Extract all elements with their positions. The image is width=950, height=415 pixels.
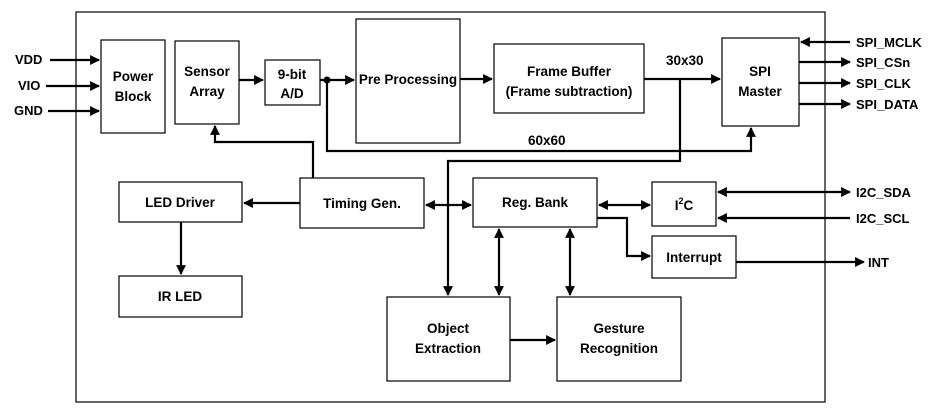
- object-extraction-label-2: Extraction: [415, 341, 481, 356]
- spi-master-label-1: SPI: [749, 64, 771, 79]
- frame-buffer-label-1: Frame Buffer: [527, 64, 612, 79]
- spi-mclk-label: SPI_MCLK: [856, 35, 922, 50]
- timing-gen-label: Timing Gen.: [323, 196, 401, 211]
- int-label: INT: [868, 255, 889, 270]
- i2c-label: I2C: [675, 196, 694, 213]
- frame-buffer-label-2: (Frame subtraction): [506, 84, 633, 99]
- pre-processing-block: Pre Processing: [355, 18, 461, 144]
- frame-buffer-block: Frame Buffer (Frame subtraction): [493, 43, 645, 114]
- power-block-label-1: Power: [113, 69, 154, 84]
- adc-block: 9-bit A/D: [264, 59, 321, 106]
- vdd-label: VDD: [15, 52, 42, 67]
- gesture-recognition-label-2: Recognition: [580, 341, 658, 356]
- i2c-sda-label: I2C_SDA: [856, 185, 912, 200]
- frame-to-object-arrow: [443, 79, 682, 296]
- object-extraction-label-1: Object: [427, 321, 470, 336]
- interrupt-block: Interrupt: [651, 235, 737, 279]
- timing-gen-block: Timing Gen.: [299, 177, 425, 229]
- pre-processing-label: Pre Processing: [359, 72, 457, 87]
- spi-master-label-2: Master: [738, 84, 782, 99]
- power-block-label-2: Block: [115, 89, 152, 104]
- spi-data-label: SPI_DATA: [856, 97, 919, 112]
- i2c-block: I2C: [651, 181, 717, 227]
- sensor-array-block: Sensor Array: [174, 40, 240, 125]
- chip-outline: [75, 11, 826, 403]
- ir-led-block: IR LED: [118, 275, 243, 318]
- vio-label: VIO: [18, 78, 40, 93]
- ir-led-label: IR LED: [158, 289, 203, 304]
- interrupt-label: Interrupt: [666, 250, 722, 265]
- gesture-recognition-label-1: Gesture: [593, 321, 645, 336]
- spi-csn-label: SPI_CSn: [856, 55, 910, 70]
- reg-bank-label: Reg. Bank: [502, 195, 569, 210]
- reg-bank-block: Reg. Bank: [472, 177, 598, 228]
- adc-label-2: A/D: [280, 86, 304, 101]
- resolution-60-label: 60x60: [528, 133, 566, 148]
- led-driver-label: LED Driver: [145, 195, 216, 210]
- sensor-array-label-1: Sensor: [184, 64, 231, 79]
- power-block: Power Block: [100, 39, 166, 134]
- spi-clk-label: SPI_CLK: [856, 76, 912, 91]
- reg-to-interrupt-arrow: [597, 216, 651, 261]
- adc-label-1: 9-bit: [278, 67, 307, 82]
- sensor-array-label-2: Array: [189, 84, 225, 99]
- spi-master-block: SPI Master: [721, 37, 800, 127]
- object-extraction-block: Object Extraction: [386, 296, 511, 382]
- led-driver-block: LED Driver: [118, 181, 243, 223]
- timing-to-sensor-arrow: [210, 125, 315, 178]
- i2c-scl-label: I2C_SCL: [856, 211, 910, 226]
- gnd-label: GND: [14, 103, 43, 118]
- bypass-60x60-arrow: [325, 80, 756, 153]
- gesture-recognition-block: Gesture Recognition: [556, 296, 682, 382]
- resolution-30-label: 30x30: [666, 53, 704, 68]
